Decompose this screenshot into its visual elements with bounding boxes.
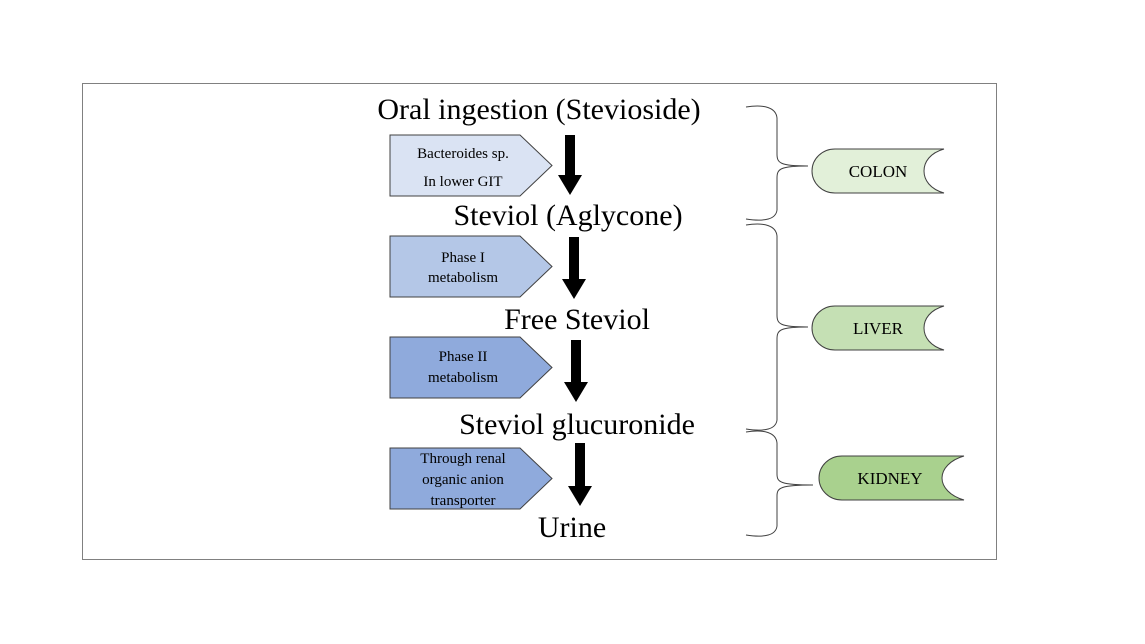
down-arrow-icon: [562, 237, 586, 299]
step-shape: [389, 447, 553, 510]
organ-kidney-tag: [818, 455, 965, 501]
organ-colon: COLON: [811, 148, 945, 194]
step-phase-1: Phase I metabolism: [389, 235, 553, 298]
step-bacteroides-line-1: Bacteroides sp.: [417, 146, 509, 162]
down-arrow-icon: [558, 135, 582, 195]
step-renal-transport: Through renal organic anion transporter: [389, 447, 553, 510]
step-phase-2-line-1: Phase II: [439, 349, 488, 365]
step-phase-1-line-2: metabolism: [428, 270, 498, 286]
colon-brace: [745, 105, 809, 221]
step-shape: [389, 336, 553, 399]
stage-steviol-aglycone: Steviol (Aglycone): [453, 199, 682, 232]
step-renal-line-3: transporter: [431, 493, 496, 509]
stage-steviol-glucuronide: Steviol glucuronide: [459, 408, 695, 441]
down-arrow-icon: [564, 340, 588, 402]
step-renal-line-2: organic anion: [422, 472, 504, 488]
step-phase-2: Phase II metabolism: [389, 336, 553, 399]
kidney-brace: [745, 430, 814, 537]
stage-oral-ingestion: Oral ingestion (Stevioside): [377, 93, 700, 126]
organ-colon-label: COLON: [849, 162, 908, 181]
organ-liver-label: LIVER: [853, 319, 904, 338]
organ-colon-tag: [811, 148, 945, 194]
liver-brace: [745, 223, 809, 431]
step-bacteroides-line-2: In lower GIT: [423, 174, 502, 190]
step-shape: [389, 235, 553, 298]
stage-free-steviol: Free Steviol: [504, 303, 650, 336]
step-shape: [389, 134, 553, 197]
organ-kidney-label: KIDNEY: [857, 469, 922, 488]
organ-liver-tag: [811, 305, 945, 351]
down-arrow-icon: [568, 443, 592, 506]
step-phase-2-line-2: metabolism: [428, 370, 498, 386]
organ-liver: LIVER: [811, 305, 945, 351]
organ-kidney: KIDNEY: [818, 455, 965, 501]
step-bacteroides: Bacteroides sp. In lower GIT: [389, 134, 553, 197]
step-phase-1-line-1: Phase I: [441, 250, 485, 266]
stage-urine: Urine: [538, 511, 606, 544]
step-renal-line-1: Through renal: [420, 451, 505, 467]
